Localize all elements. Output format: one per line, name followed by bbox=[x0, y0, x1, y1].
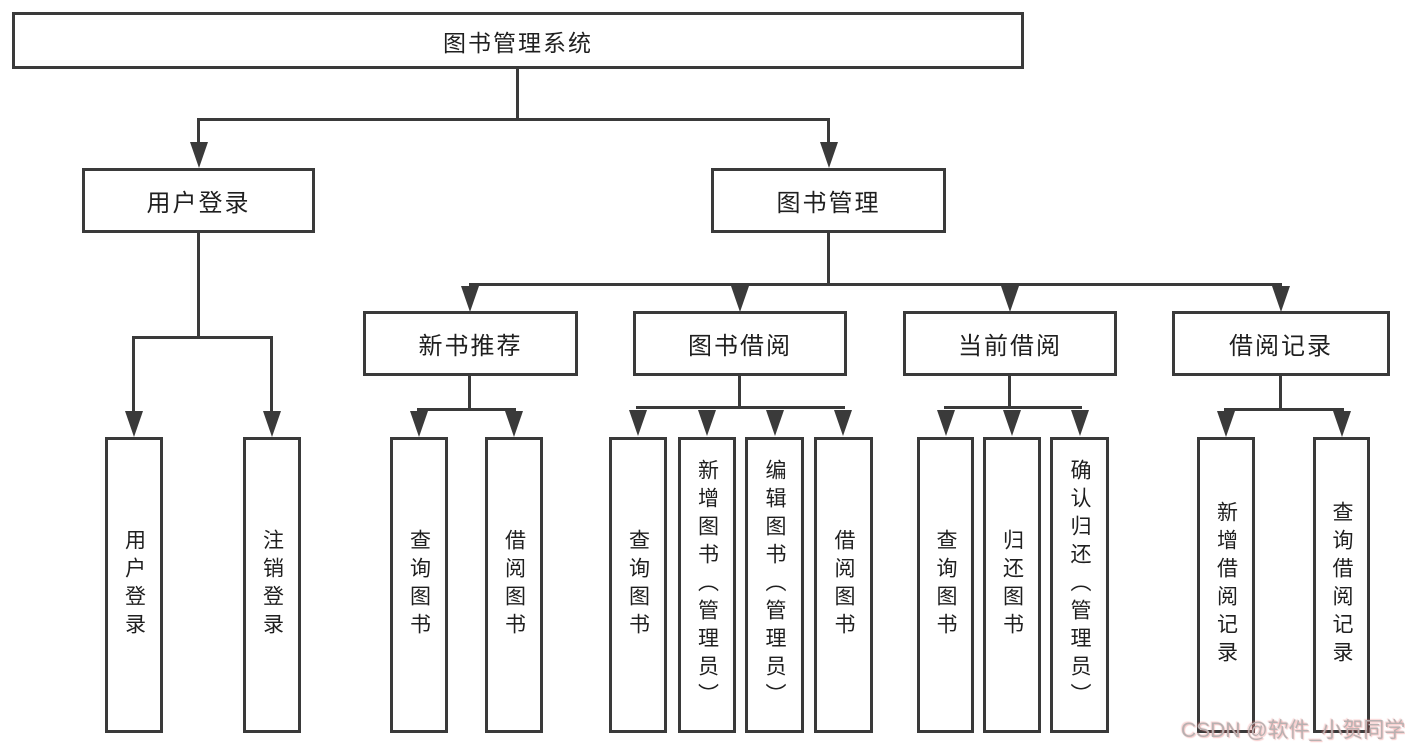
node-new-book-recommend: 新书推荐 bbox=[363, 311, 578, 376]
arrow-down-icon bbox=[1272, 286, 1290, 312]
node-label: 借阅记录 bbox=[1229, 333, 1333, 360]
leaf-records-add-record: 新增借阅记录 bbox=[1197, 437, 1255, 733]
arrow-down-icon bbox=[1333, 411, 1351, 437]
leaf-current-return-books: 归还图书 bbox=[983, 437, 1041, 733]
connector-line bbox=[636, 406, 845, 409]
arrow-down-icon bbox=[937, 410, 955, 436]
node-label: 图书管理 bbox=[776, 190, 881, 217]
arrow-down-icon bbox=[125, 411, 143, 437]
leaf-label: 查询借阅记录 bbox=[1330, 501, 1353, 669]
node-library-management-system: 图书管理系统 bbox=[12, 12, 1024, 69]
connector-line bbox=[197, 118, 200, 146]
connector-line bbox=[1008, 376, 1011, 409]
arrow-down-icon bbox=[834, 410, 852, 436]
leaf-borrow-add-books-admin: 新增图书（管理员） bbox=[678, 437, 736, 733]
leaf-label: 查询图书 bbox=[407, 529, 431, 641]
arrow-down-icon bbox=[1001, 286, 1019, 312]
leaf-label: 借阅图书 bbox=[502, 529, 526, 641]
arrow-down-icon bbox=[461, 286, 479, 312]
arrow-down-icon bbox=[820, 142, 838, 168]
connector-line bbox=[1279, 376, 1282, 411]
arrow-down-icon bbox=[766, 410, 784, 436]
leaf-borrow-edit-books-admin: 编辑图书（管理员） bbox=[745, 437, 804, 733]
node-label: 用户登录 bbox=[146, 190, 251, 217]
csdn-watermark: CSDN @软件_小贺同学 bbox=[1181, 719, 1405, 742]
leaf-label: 查询图书 bbox=[934, 529, 957, 641]
arrow-down-icon bbox=[410, 411, 428, 437]
leaf-label: 编辑图书（管理员） bbox=[763, 459, 786, 711]
arrow-down-icon bbox=[263, 411, 281, 437]
connector-line bbox=[827, 118, 830, 146]
leaf-label: 新增借阅记录 bbox=[1214, 501, 1238, 669]
leaf-recommend-borrow-books: 借阅图书 bbox=[485, 437, 543, 733]
leaf-label: 确认归还（管理员） bbox=[1068, 459, 1091, 711]
leaf-label: 归还图书 bbox=[1000, 529, 1024, 641]
node-label: 新书推荐 bbox=[418, 333, 523, 360]
leaf-label: 注销登录 bbox=[260, 529, 284, 641]
arrow-down-icon bbox=[190, 142, 208, 168]
node-user-login: 用户登录 bbox=[82, 168, 315, 233]
connector-line bbox=[270, 336, 273, 415]
connector-line bbox=[1224, 408, 1344, 411]
connector-line bbox=[417, 408, 516, 411]
arrow-down-icon bbox=[505, 411, 523, 437]
connector-line bbox=[132, 336, 135, 415]
leaf-label: 查询图书 bbox=[626, 529, 650, 641]
leaf-logout: 注销登录 bbox=[243, 437, 301, 733]
node-current-borrow: 当前借阅 bbox=[903, 311, 1117, 376]
node-label: 图书管理系统 bbox=[443, 29, 593, 56]
node-book-borrow: 图书借阅 bbox=[633, 311, 847, 376]
leaf-user-login: 用户登录 bbox=[105, 437, 163, 733]
node-borrow-records: 借阅记录 bbox=[1172, 311, 1390, 376]
leaf-records-query-record: 查询借阅记录 bbox=[1313, 437, 1370, 733]
arrow-down-icon bbox=[731, 286, 749, 312]
arrow-down-icon bbox=[1003, 410, 1021, 436]
node-label: 当前借阅 bbox=[958, 333, 1062, 360]
arrow-down-icon bbox=[698, 410, 716, 436]
arrow-down-icon bbox=[1217, 411, 1235, 437]
connector-line bbox=[827, 233, 830, 286]
arrow-down-icon bbox=[1071, 410, 1089, 436]
connector-line bbox=[199, 118, 829, 121]
leaf-current-confirm-return-admin: 确认归还（管理员） bbox=[1050, 437, 1109, 733]
leaf-borrow-borrow-books: 借阅图书 bbox=[814, 437, 873, 733]
connector-line bbox=[516, 69, 519, 121]
leaf-borrow-query-books: 查询图书 bbox=[609, 437, 667, 733]
connector-line bbox=[468, 376, 471, 411]
leaf-label: 新增图书（管理员） bbox=[695, 459, 719, 711]
node-book-management: 图书管理 bbox=[711, 168, 946, 233]
connector-line bbox=[132, 336, 273, 339]
leaf-recommend-query-books: 查询图书 bbox=[390, 437, 448, 733]
connector-line bbox=[197, 233, 200, 339]
connector-line bbox=[469, 283, 1282, 286]
leaf-current-query-books: 查询图书 bbox=[917, 437, 974, 733]
node-label: 图书借阅 bbox=[688, 333, 792, 360]
leaf-label: 借阅图书 bbox=[832, 529, 855, 641]
connector-line bbox=[738, 376, 741, 409]
connector-line bbox=[944, 406, 1082, 409]
arrow-down-icon bbox=[629, 410, 647, 436]
leaf-label: 用户登录 bbox=[122, 529, 146, 641]
